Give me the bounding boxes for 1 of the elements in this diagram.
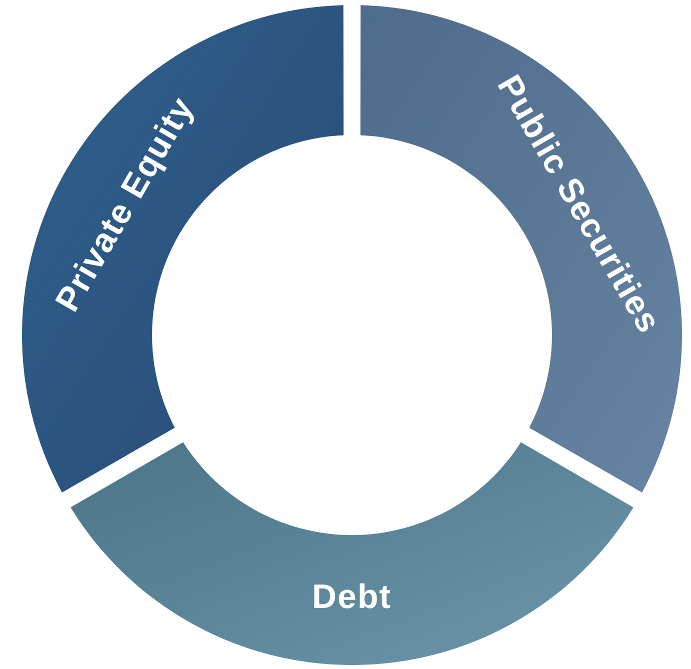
segment-label: Debt bbox=[312, 578, 392, 616]
